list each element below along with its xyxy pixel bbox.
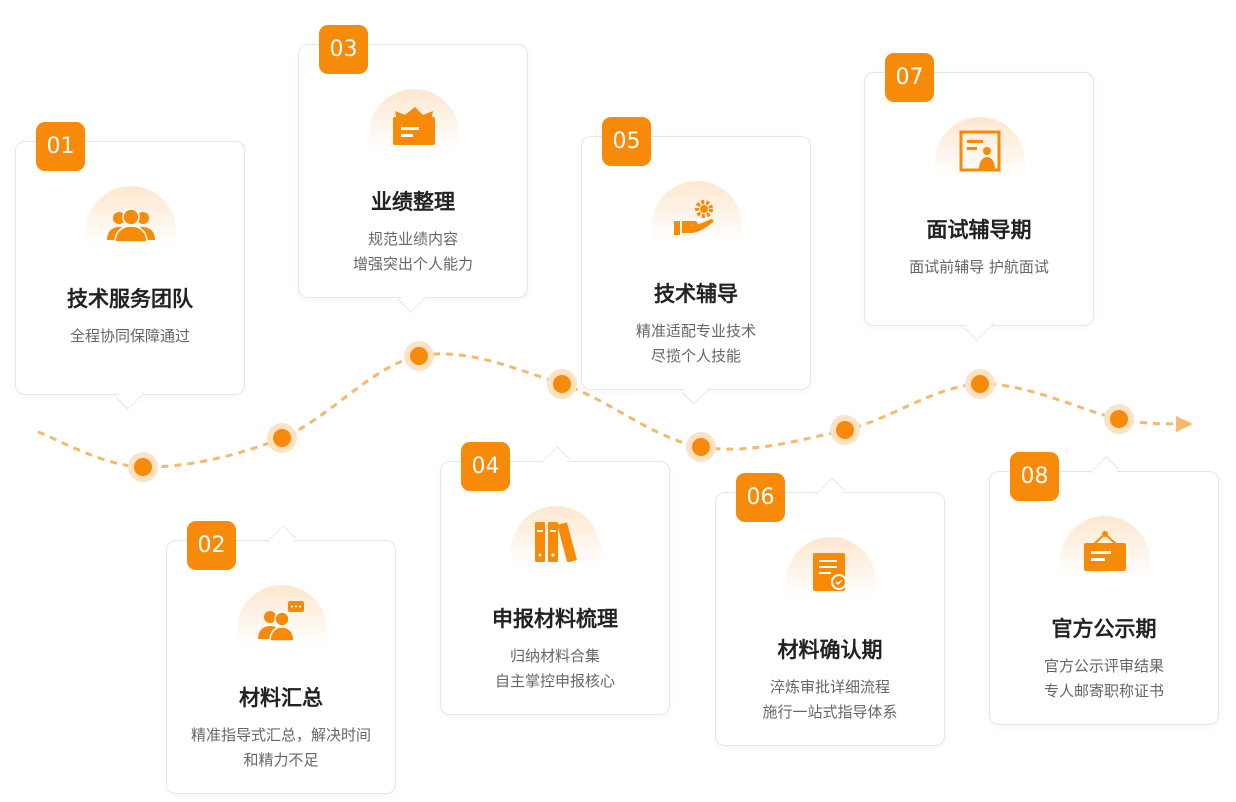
- timeline-dot-8: [1104, 404, 1134, 434]
- chat-users-icon: [237, 585, 327, 645]
- step-title: 申报材料梳理: [492, 607, 618, 631]
- books-icon: [511, 506, 601, 566]
- certificate-icon: [935, 117, 1025, 177]
- step-card-02: 02 材料汇总 精准指导式汇总，解决时间和精力不足: [166, 521, 396, 794]
- step-description: 全程协同保障通过: [69, 327, 190, 345]
- step-number-badge: 03: [319, 25, 368, 74]
- step-card-05: 05 技术辅导 精准适配专业技术 尽揽个人技能: [581, 117, 811, 405]
- step-title: 业绩整理: [371, 190, 455, 214]
- timeline-dot-3: [404, 341, 434, 371]
- step-title: 面试辅导期: [926, 218, 1032, 242]
- step-number-badge: 07: [885, 53, 934, 102]
- step-number-badge: 01: [36, 122, 85, 171]
- step-number-badge: 02: [187, 521, 236, 570]
- step-title: 技术服务团队: [67, 287, 193, 311]
- step-title: 材料确认期: [777, 638, 883, 662]
- timeline-dot-1: [128, 452, 158, 482]
- step-card-06: 06 材料确认期 淬炼审批详细流程 施行一站式指导体系: [715, 473, 945, 746]
- dashed-curve: [37, 352, 1181, 469]
- timeline-dot-7: [965, 369, 995, 399]
- step-title: 材料汇总: [239, 686, 323, 710]
- step-card-07: 07 面试辅导期 面试前辅导 护航面试: [864, 53, 1094, 341]
- hand-gear-icon: [652, 181, 742, 241]
- step-description: 精准适配专业技术 尽揽个人技能: [635, 322, 756, 365]
- folder-icon: [369, 89, 459, 149]
- step-description: 淬炼审批详细流程 施行一站式指导体系: [762, 678, 898, 721]
- step-number-badge: 05: [602, 117, 651, 166]
- timeline-dot-5: [686, 432, 716, 462]
- arrow-head-icon: [1176, 416, 1193, 432]
- step-description: 精准指导式汇总，解决时间和精力不足: [190, 726, 371, 769]
- step-description: 规范业绩内容 增强突出个人能力: [352, 230, 473, 273]
- timeline-dot-2: [267, 423, 297, 453]
- step-description: 面试前辅导 护航面试: [909, 258, 1049, 276]
- step-card-03: 03 业绩整理 规范业绩内容 增强突出个人能力: [298, 25, 528, 313]
- step-card-08: 08 官方公示期 官方公示评审结果 专人邮寄职称证书: [989, 452, 1219, 725]
- step-number-badge: 04: [461, 442, 510, 491]
- notice-board-icon: [1060, 516, 1150, 576]
- team-icon: [86, 186, 176, 246]
- timeline-dot-6: [830, 415, 860, 445]
- step-title: 技术辅导: [654, 282, 738, 306]
- step-card-01: 01 技术服务团队 全程协同保障通过: [15, 122, 245, 410]
- checklist-icon: [786, 537, 876, 597]
- step-number-badge: 06: [736, 473, 785, 522]
- step-description: 官方公示评审结果 专人邮寄职称证书: [1043, 657, 1164, 700]
- step-description: 归纳材料合集 自主掌控申报核心: [494, 647, 615, 690]
- timeline-dot-4: [547, 369, 577, 399]
- step-card-04: 04 申报材料梳理 归纳材料合集 自主掌控申报核心: [440, 442, 670, 715]
- step-number-badge: 08: [1010, 452, 1059, 501]
- step-title: 官方公示期: [1051, 617, 1157, 641]
